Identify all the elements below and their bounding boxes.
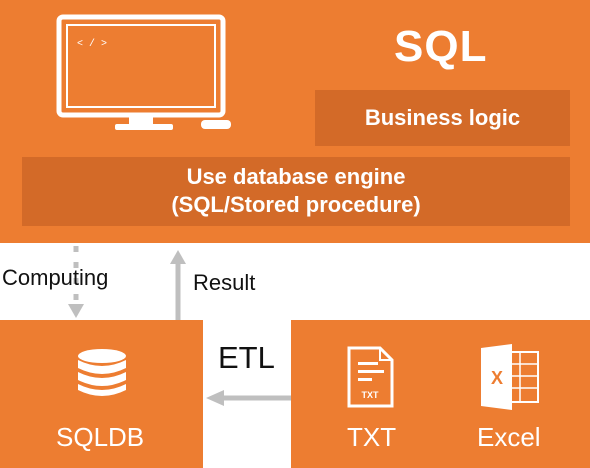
engine-line-2: (SQL/Stored procedure) [171, 192, 421, 217]
business-logic-box: Business logic [315, 90, 570, 146]
excel-label: Excel [477, 422, 541, 452]
engine-line-1: Use database engine [186, 164, 406, 189]
etl-label: ETL [218, 340, 275, 375]
database-engine-box: Use database engine (SQL/Stored procedur… [22, 157, 570, 226]
page-title: SQL [394, 22, 488, 71]
txt-icon-text: TXT [362, 390, 380, 400]
computing-label: Computing [2, 265, 109, 290]
excel-icon-text: X [491, 368, 503, 388]
etl-arrow-head [206, 390, 224, 406]
txt-label: TXT [347, 422, 397, 452]
business-logic-label: Business logic [364, 105, 521, 130]
result-arrow-head [170, 250, 186, 264]
computer-monitor-icon: < / > [56, 14, 231, 130]
files-panel [291, 320, 590, 468]
result-label: Result [193, 270, 256, 295]
sqldb-label: SQLDB [56, 422, 145, 452]
computing-arrow-head [68, 304, 84, 318]
code-glyph: < / > [77, 38, 107, 50]
